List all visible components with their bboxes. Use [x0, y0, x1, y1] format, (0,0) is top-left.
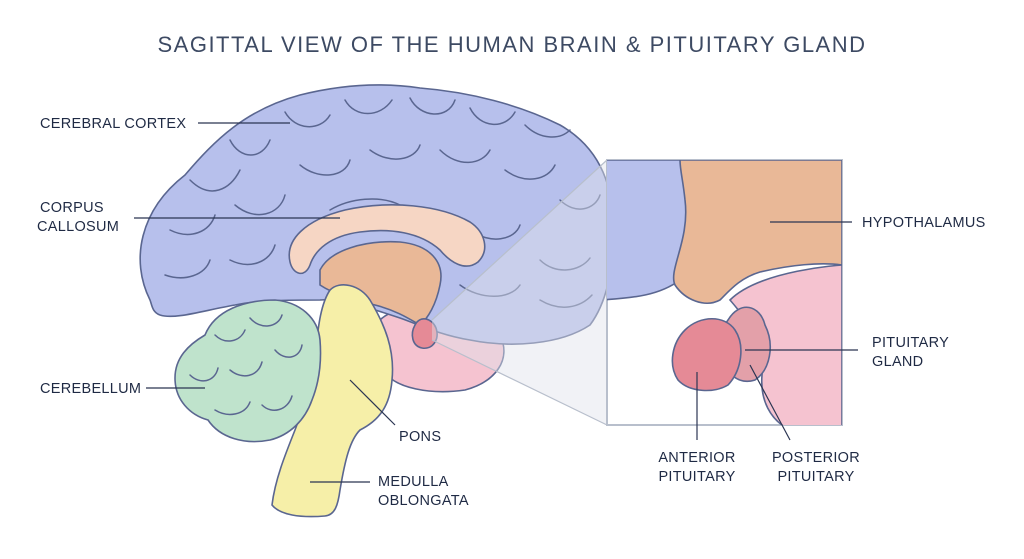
zoom-connector: [432, 160, 607, 425]
inset-hypothalamus: [672, 160, 842, 304]
label-cerebellum: CEREBELLUM: [40, 381, 141, 397]
label-medulla-line2: OBLONGATA: [378, 493, 469, 509]
pituitary-small: [411, 318, 438, 350]
pituitary-inset: [606, 159, 843, 426]
corpus-callosum: [288, 204, 486, 275]
label-hypothalamus: HYPOTHALAMUS: [862, 215, 986, 231]
label-posterior-pituitary-line1: POSTERIOR: [772, 450, 860, 466]
inset-anterior-pituitary: [671, 318, 742, 392]
label-anterior-pituitary-line2: PITUITARY: [658, 469, 735, 485]
label-pituitary-gland-line2: GLAND: [872, 354, 923, 370]
label-corpus-callosum-line2: CALLOSUM: [37, 219, 119, 235]
pons-leader: [349, 379, 396, 426]
label-cerebral-cortex: CEREBRAL CORTEX: [40, 116, 186, 132]
label-anterior-pituitary-line1: ANTERIOR: [658, 450, 735, 466]
label-medulla-line1: MEDULLA: [378, 474, 449, 490]
cerebellum: [174, 299, 322, 443]
brain-illustration: [139, 84, 614, 518]
posterior-pituitary-leader: [749, 364, 791, 441]
label-pons: PONS: [399, 429, 441, 445]
label-pituitary-gland-line1: PITUITARY: [872, 335, 949, 351]
label-posterior-pituitary-line2: PITUITARY: [777, 469, 854, 485]
label-corpus-callosum-line1: CORPUS: [40, 200, 104, 216]
diagram-title: SAGITTAL VIEW OF THE HUMAN BRAIN & PITUI…: [157, 32, 866, 57]
